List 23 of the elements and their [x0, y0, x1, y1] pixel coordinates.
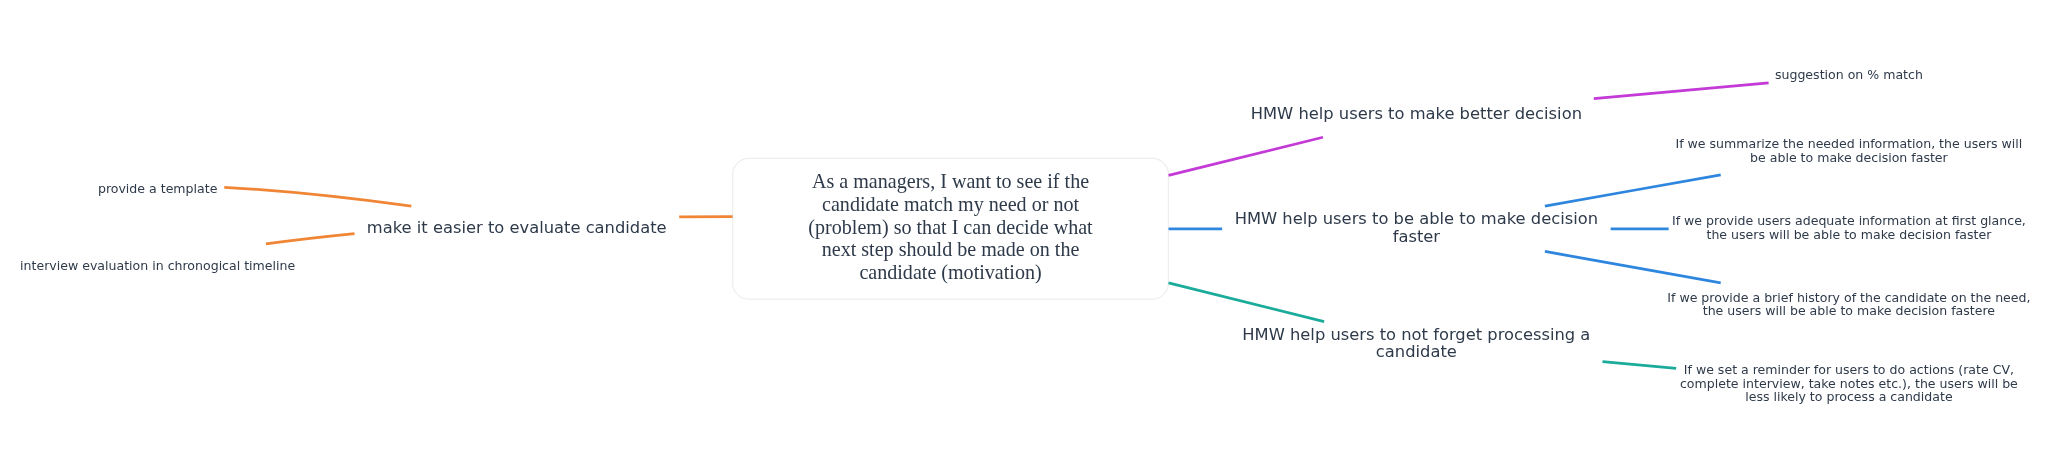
node-text: If we provide users adequate information at first glance, the users will be able to make decision faster	[1671, 213, 2026, 242]
node-text: If we provide a brief history of the candidate on the need, the users will be able to make decision fastere	[1667, 289, 2031, 319]
connector	[1544, 250, 1721, 285]
connector	[1168, 227, 1223, 231]
connector	[1544, 173, 1721, 208]
node-text: provide a template	[97, 181, 218, 197]
node-text: HMW help users to be able to make decision faster	[1234, 209, 1599, 246]
connector	[1593, 81, 1769, 100]
node-text: If we summarize the needed information, the users will be able to make decision faster	[1675, 136, 2023, 166]
connector	[1168, 135, 1324, 177]
connector	[1610, 227, 1669, 231]
connector	[224, 185, 412, 208]
node-text: make it easier to evaluate candidate	[366, 218, 667, 238]
node-text: interview evaluation in chronogical timeline	[20, 257, 296, 273]
connector	[1602, 360, 1677, 370]
node-text: suggestion on % match	[1774, 66, 1923, 82]
node-text: If we set a reminder for users to do actions (rate CV, complete interview, take notes etc.), the users will be less likely to process a candidate	[1679, 361, 2018, 405]
node-text: HMW help users to make better decision	[1250, 103, 1582, 123]
connector	[265, 232, 355, 246]
node-box: As a managers, I want to see if the candidate match my need or not (problem) so that I can decide what next step should be made on the candidate (motivation)	[732, 157, 1170, 300]
node-text: HMW help users to not forget processing a candidate	[1242, 324, 1591, 362]
connector	[1168, 281, 1325, 323]
connector	[679, 215, 733, 219]
